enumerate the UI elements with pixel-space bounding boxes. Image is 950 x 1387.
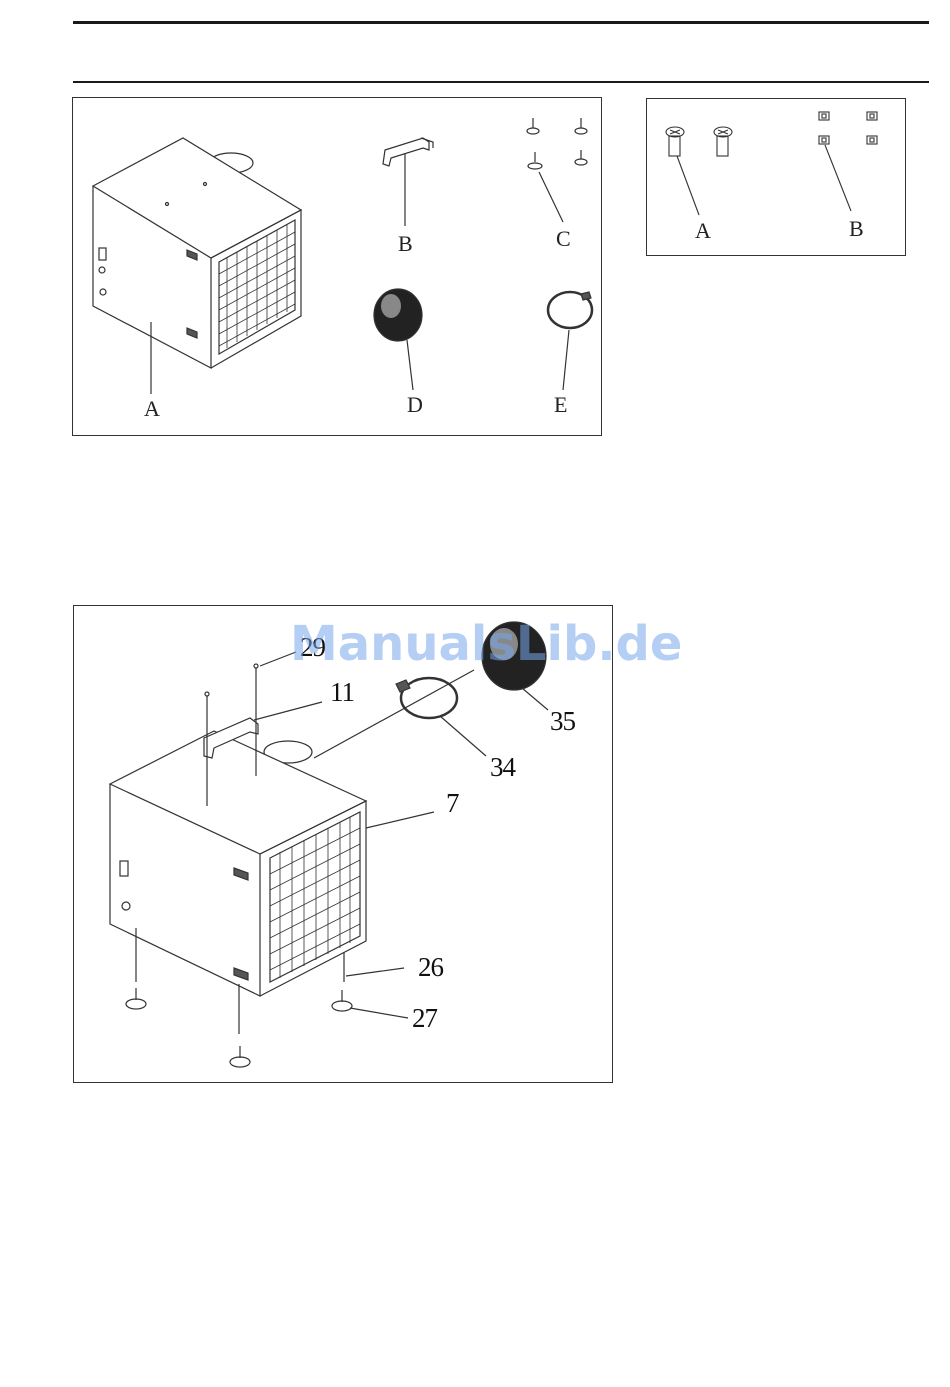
part-number-26: 26 <box>418 954 443 981</box>
label-c: C <box>556 228 571 250</box>
fastener-label-a: A <box>695 220 711 242</box>
mesh-guard-drawing <box>374 289 422 341</box>
part-number-34: 34 <box>490 754 515 781</box>
label-d: D <box>407 394 423 416</box>
part-number-27: 27 <box>412 1005 437 1032</box>
fasteners-figure: A B <box>646 98 906 256</box>
feet-drawing <box>527 118 587 169</box>
label-e: E <box>554 394 567 416</box>
header-rule-top <box>73 21 929 24</box>
part-number-35: 35 <box>550 708 575 735</box>
accessories-figure: A B C D E <box>72 97 602 436</box>
heater-unit-drawing <box>93 138 301 368</box>
watermark: ManualsLib.de <box>290 616 682 672</box>
part-number-11: 11 <box>330 679 354 706</box>
assembly-figure: 29 11 35 34 7 26 27 <box>73 605 613 1083</box>
fastener-label-b: B <box>849 218 864 240</box>
fasteners-drawing <box>647 99 905 255</box>
label-b: B <box>398 233 413 255</box>
accessories-drawing <box>73 98 601 435</box>
part-number-7: 7 <box>446 790 459 817</box>
handle-drawing <box>383 138 433 166</box>
header-rule-bottom <box>73 81 929 83</box>
label-a: A <box>144 398 160 420</box>
hose-clamp-drawing <box>548 292 592 328</box>
